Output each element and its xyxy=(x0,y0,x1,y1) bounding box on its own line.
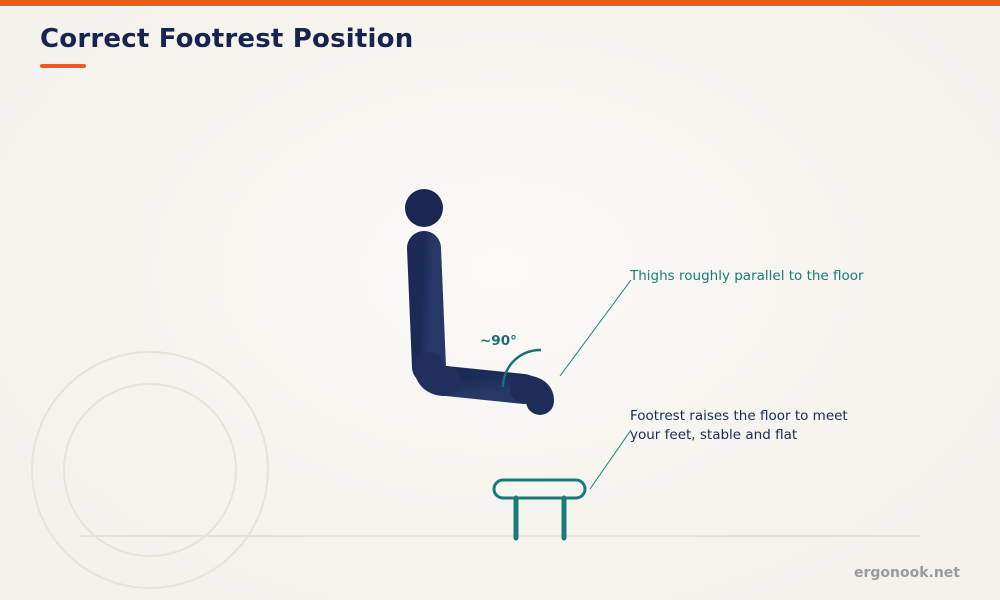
knee-angle-arc xyxy=(501,348,542,388)
head xyxy=(405,189,443,227)
title-underline xyxy=(40,64,86,68)
decor-circle-outer xyxy=(31,351,269,589)
footrest-top xyxy=(492,478,587,500)
hip-joint xyxy=(414,352,461,396)
top-accent-bar xyxy=(0,0,1000,6)
angle-label: ~90° xyxy=(480,333,517,349)
thighs-leader-line xyxy=(559,279,632,377)
footrest-leader-line xyxy=(589,429,632,490)
brand-watermark: ergonook.net xyxy=(853,565,960,581)
footrest-annotation-line1: Footrest raises the floor to meet xyxy=(630,408,848,424)
decor-circle-inner xyxy=(63,383,237,557)
footrest xyxy=(492,478,587,541)
footrest-annotation-line2: your feet, stable and flat xyxy=(630,427,797,443)
torso xyxy=(407,231,446,384)
knee-joint xyxy=(510,375,554,415)
thighs-annotation: Thighs roughly parallel to the floor xyxy=(629,268,864,284)
page-title: Correct Footrest Position xyxy=(40,24,414,54)
seated-figure xyxy=(405,189,554,485)
